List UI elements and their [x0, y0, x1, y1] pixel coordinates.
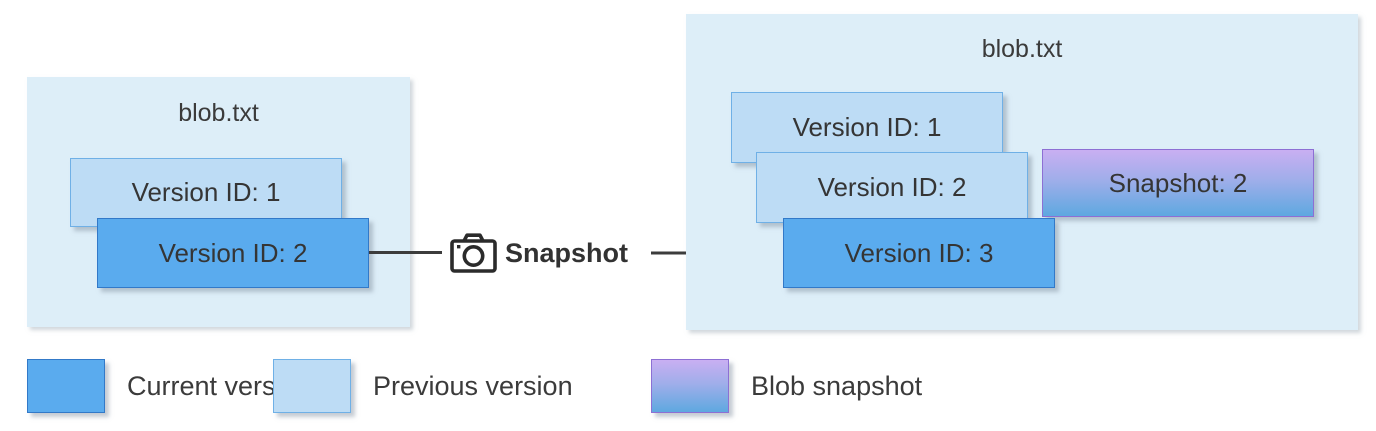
current-version-swatch — [27, 359, 105, 413]
blob-snapshot-swatch — [651, 359, 729, 413]
connector-line — [369, 251, 442, 254]
camera-icon — [450, 233, 497, 273]
legend-item-current-version: Current version — [27, 359, 312, 413]
previous-version-swatch — [273, 359, 351, 413]
left-version-1-box: Version ID: 1 — [70, 158, 342, 227]
snapshot-2-box: Snapshot: 2 — [1042, 149, 1314, 217]
legend-item-blob-snapshot: Blob snapshot — [651, 359, 922, 413]
right-version-3-box: Version ID: 3 — [783, 218, 1055, 288]
left-blob-title: blob.txt — [178, 99, 259, 127]
legend-item-previous-version: Previous version — [273, 359, 573, 413]
left-version-2-box: Version ID: 2 — [97, 218, 369, 288]
right-version-2-box: Version ID: 2 — [756, 152, 1028, 223]
legend-label: Previous version — [373, 370, 573, 401]
right-blob-title: blob.txt — [981, 35, 1063, 63]
legend-label: Blob snapshot — [751, 370, 923, 401]
snapshot-action-label: Snapshot — [505, 238, 629, 268]
right-version-1-box: Version ID: 1 — [731, 92, 1003, 163]
